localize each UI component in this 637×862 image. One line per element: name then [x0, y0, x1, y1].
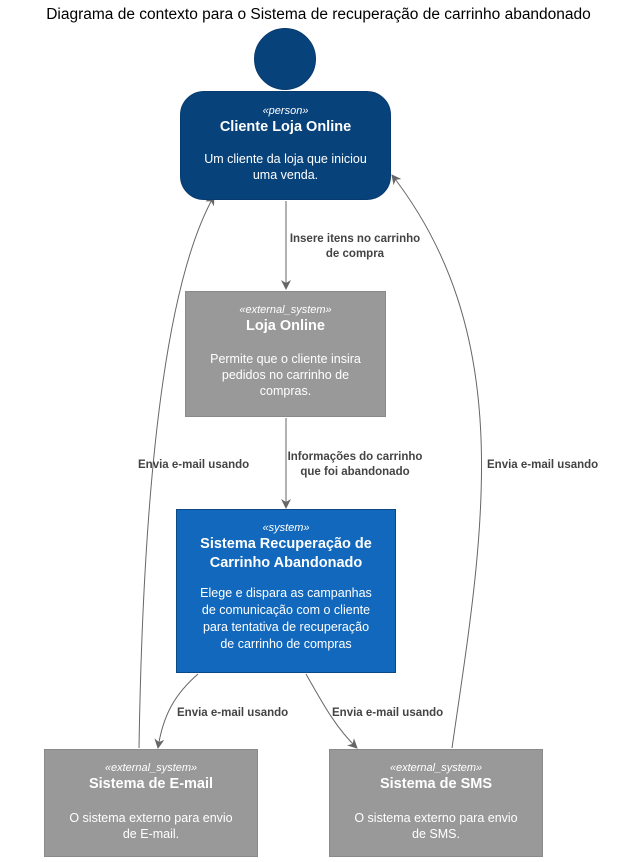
- arrow-sistema-to-email: [154, 673, 199, 749]
- arrow-email-to-cliente: [138, 195, 215, 749]
- node-stereotype: «external_system»: [104, 762, 198, 774]
- node-description: O sistema externo para envio de E-mail.: [69, 811, 233, 841]
- node-stereotype: «person»: [262, 105, 309, 117]
- node-description: Um cliente da loja que iniciou uma venda…: [204, 152, 367, 182]
- node-description: Permite que o cliente insira pedidos no …: [210, 352, 361, 398]
- node-stereotype: «external_system»: [389, 762, 483, 774]
- arrow-sms-to-cliente: [391, 174, 482, 749]
- label-sms-to-cliente: Envia e-mail usando: [487, 459, 599, 471]
- node-description: Elege e dispara as campanhas de comunica…: [200, 586, 372, 651]
- label-sistema-to-email: Envia e-mail usando: [177, 707, 289, 719]
- arrow-sistema-to-sms: [305, 673, 358, 749]
- node-cliente-loja-online[interactable]: «person» Cliente Loja Online Um cliente …: [180, 91, 391, 200]
- node-sistema-de-email[interactable]: «external_system» Sistema de E-mail O si…: [44, 749, 258, 857]
- node-sistema-recuperacao[interactable]: «system» Sistema Recuperação de Carrinho…: [176, 509, 396, 673]
- person-head-icon: [254, 28, 316, 90]
- node-name: Sistema Recuperação de Carrinho Abandona…: [200, 536, 372, 571]
- node-name: Cliente Loja Online: [219, 119, 352, 135]
- node-name: Loja Online: [246, 318, 325, 334]
- label-cliente-to-loja: Insere itens no carrinho de compra: [289, 233, 421, 260]
- diagram-title: Diagrama de contexto para o Sistema de r…: [46, 6, 591, 23]
- node-stereotype: «system»: [262, 522, 310, 534]
- label-email-to-cliente: Envia e-mail usando: [138, 459, 250, 471]
- node-name: Sistema de SMS: [379, 776, 492, 792]
- node-sistema-de-sms[interactable]: «external_system» Sistema de SMS O siste…: [329, 749, 543, 857]
- node-description: O sistema externo para envio de SMS.: [354, 811, 518, 841]
- label-sistema-to-sms: Envia e-mail usando: [332, 707, 444, 719]
- node-loja-online[interactable]: «external_system» Loja Online Permite qu…: [185, 291, 386, 417]
- node-stereotype: «external_system»: [239, 304, 332, 316]
- node-name: Sistema de E-mail: [88, 776, 214, 792]
- label-loja-to-sistema: Informações do carrinho que foi abandona…: [287, 451, 423, 478]
